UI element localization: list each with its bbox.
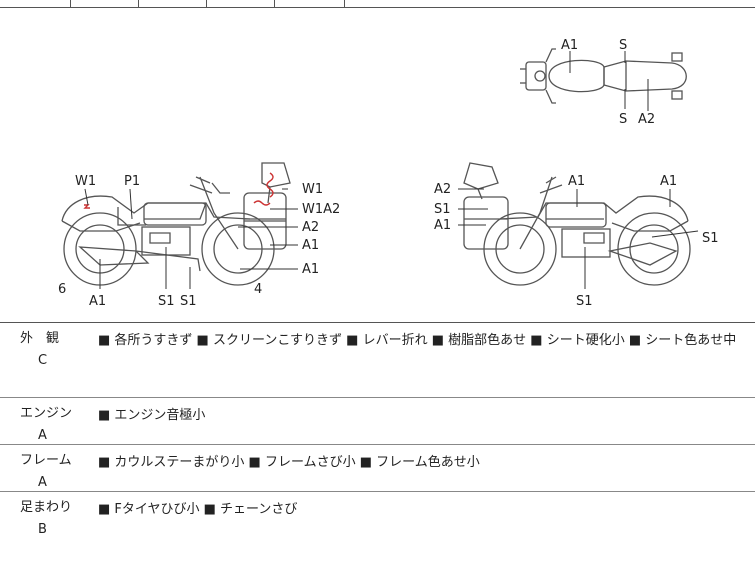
label-a1: A1 [660, 174, 677, 189]
header-cell [206, 0, 275, 7]
label-w1: W1 [75, 174, 96, 189]
label-4: 4 [254, 282, 262, 297]
label-s1: S1 [576, 294, 593, 309]
category-notes: ■ 各所うすきず ■ スクリーンこすりきず ■ レバー折れ ■ 樹脂部色あせ ■… [98, 333, 737, 348]
header-cell [274, 0, 345, 7]
label-a1: A1 [302, 262, 319, 277]
left-side-motorcycle [61, 162, 291, 286]
label-w1: W1 [302, 182, 323, 197]
label-a1: A1 [434, 218, 451, 233]
category-name: エンジン [20, 406, 73, 421]
left-side-labels: W1 P1 W1 W1A2 A2 A1 A1 6 A1 S1 S1 4 [58, 174, 340, 309]
label-a2: A2 [638, 112, 655, 127]
header-cell [0, 0, 71, 7]
label-a1: A1 [89, 294, 106, 309]
label-a2: A2 [434, 182, 451, 197]
right-side-motorcycle [463, 162, 691, 286]
inspection-row-engine: エンジン A ■ エンジン音極小 [0, 398, 755, 445]
motorcycle-diagram: A1 S S A2 W1 P1 W1 W1A2 A2 A1 A1 6 A1 S1… [58, 38, 719, 309]
inspection-row-frame: フレーム A ■ カウルステーまがり小 ■ フレームさび小 ■ フレーム色あせ小 [0, 445, 755, 492]
header-cell [70, 0, 139, 7]
header-table-remnant [0, 0, 755, 8]
right-side-labels: A2 S1 A1 A1 A1 S1 S1 [434, 174, 719, 309]
label-s1: S1 [434, 202, 451, 217]
header-cell [138, 0, 207, 7]
category-name: フレーム [20, 453, 72, 468]
label-p1: P1 [124, 174, 140, 189]
label-s1: S1 [158, 294, 175, 309]
category-notes: ■ エンジン音極小 [98, 408, 206, 423]
leader-lines [84, 51, 699, 289]
label-w1a2: W1A2 [302, 202, 340, 217]
category-grade: B [38, 522, 47, 537]
label-6: 6 [58, 282, 66, 297]
label-s1: S1 [180, 294, 197, 309]
category-grade: A [38, 475, 47, 490]
label-a1: A1 [568, 174, 585, 189]
label-s: S [619, 112, 627, 127]
label-s: S [619, 38, 627, 53]
inspection-row-suspension: 足まわり B ■ Fタイヤひび小 ■ チェーンさび [0, 492, 755, 561]
label-a2: A2 [302, 220, 319, 235]
damage-marks [83, 172, 274, 209]
label-a1: A1 [561, 38, 578, 53]
category-notes: ■ カウルステーまがり小 ■ フレームさび小 ■ フレーム色あせ小 [98, 455, 480, 470]
label-a1: A1 [302, 238, 319, 253]
damage-diagram: A1 S S A2 W1 P1 W1 W1A2 A2 A1 A1 6 A1 S1… [0, 7, 755, 323]
top-view-motorcycle [520, 48, 687, 104]
label-s1: S1 [702, 231, 719, 246]
top-view-labels: A1 S S A2 [561, 38, 655, 127]
category-name: 足まわり [20, 500, 73, 515]
category-grade: C [38, 353, 48, 368]
category-notes: ■ Fタイヤひび小 ■ チェーンさび [98, 502, 298, 517]
category-name: 外 観 [20, 331, 60, 346]
category-grade: A [38, 428, 47, 443]
inspection-row-exterior: 外 観 C ■ 各所うすきず ■ スクリーンこすりきず ■ レバー折れ ■ 樹脂… [0, 323, 755, 398]
